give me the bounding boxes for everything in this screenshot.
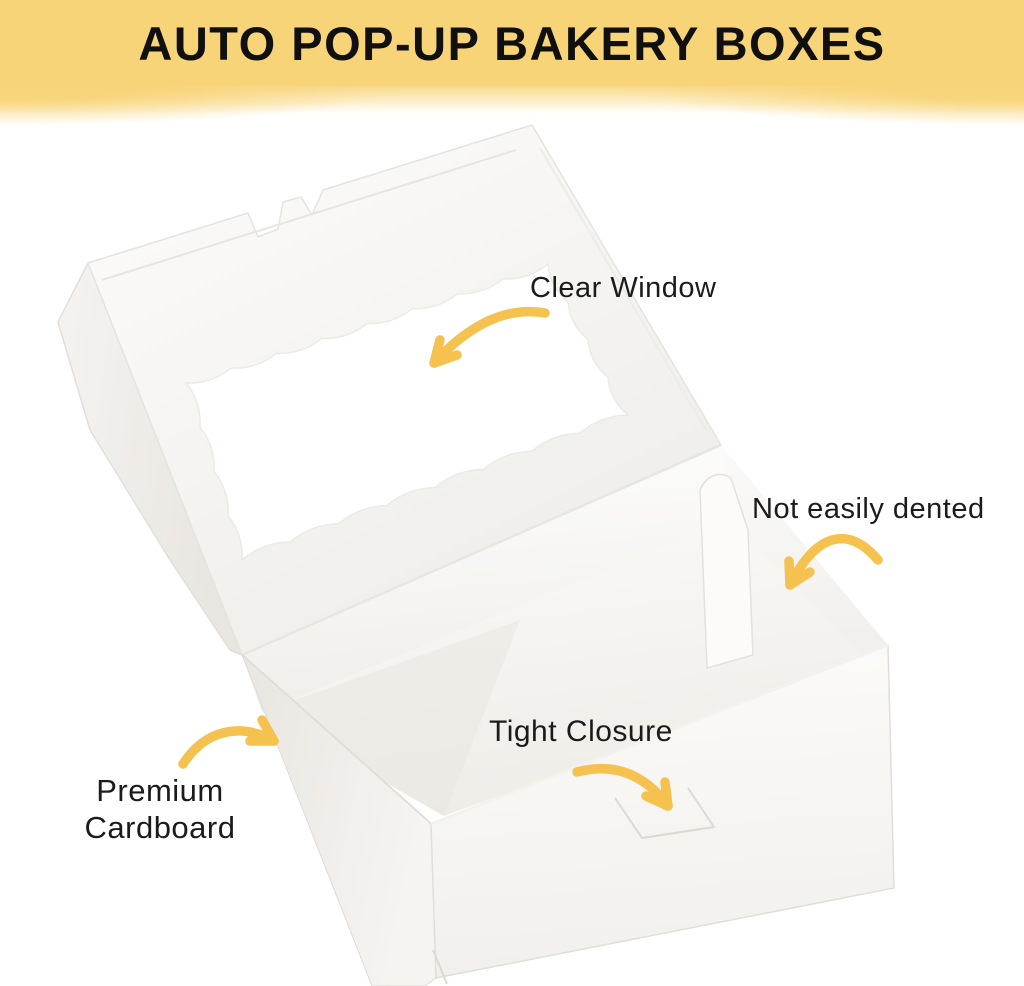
banner-title: AUTO POP-UP BAKERY BOXES <box>138 16 886 70</box>
clear-window-arrow-icon <box>429 306 550 368</box>
hinge-rim-edge <box>241 443 722 657</box>
banner-fade-gradient <box>0 86 1024 132</box>
title-banner: AUTO POP-UP BAKERY BOXES <box>0 0 1024 86</box>
front-rim-edge <box>430 643 889 826</box>
exterior-left-face <box>241 654 437 986</box>
callout-arrows <box>178 306 883 811</box>
lid-crease-2 <box>539 147 707 431</box>
label-premium-cardboard-line1: Premium <box>96 773 224 808</box>
tuck-slot-crease <box>614 787 715 839</box>
lid-clear-window <box>184 262 631 562</box>
label-not-easily-dented: Not easily dented <box>752 493 985 525</box>
foot-slit <box>432 949 448 985</box>
floor-shadow <box>262 620 520 816</box>
box-lid <box>57 124 722 656</box>
not-easily-dented-arrow-icon <box>784 533 883 590</box>
premium-cardboard-arrow-icon <box>178 715 279 769</box>
label-premium-cardboard-line2: Cardboard <box>84 810 236 845</box>
label-tight-closure: Tight Closure <box>489 715 673 748</box>
tight-closure-arrow-icon <box>572 764 673 811</box>
interior-back-wall <box>242 445 730 712</box>
label-premium-cardboard: Premium Cardboard <box>50 772 270 846</box>
lid-crease <box>101 149 517 281</box>
label-clear-window: Clear Window <box>530 272 717 304</box>
box-base <box>241 443 895 986</box>
interior-right-wall <box>721 445 888 660</box>
corner-flap <box>699 473 754 669</box>
